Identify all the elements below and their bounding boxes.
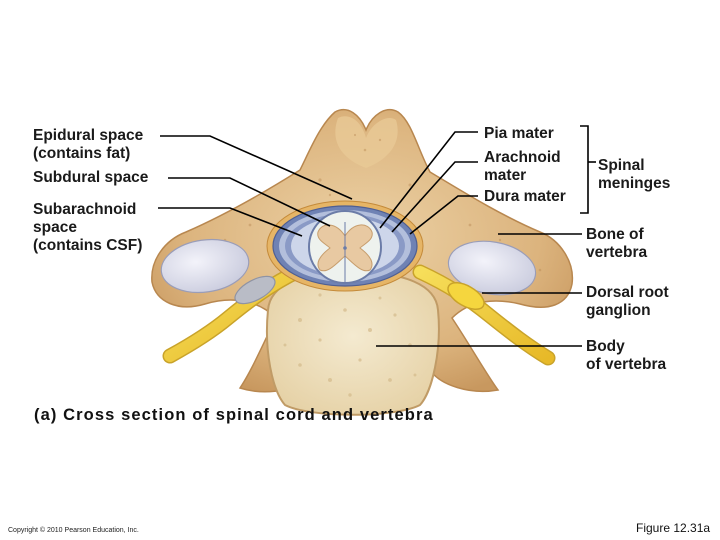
label-subdural-space: Subdural space bbox=[33, 169, 149, 186]
leader-subarachnoid bbox=[158, 207, 303, 237]
spinal-nerves bbox=[162, 262, 556, 366]
spinal-cord bbox=[308, 210, 382, 284]
label-dura-mater: Dura mater bbox=[484, 188, 566, 205]
label-body-of-vertebra: Body of vertebra bbox=[586, 338, 667, 373]
left-articular-facet bbox=[160, 238, 250, 294]
copyright-notice: Copyright © 2010 Pearson Education, Inc. bbox=[8, 527, 139, 534]
label-arachnoid-mater: Arachnoid mater bbox=[484, 149, 561, 184]
label-spinal-meninges: Spinal meninges bbox=[598, 157, 671, 192]
label-pia-mater: Pia mater bbox=[484, 125, 554, 142]
label-bone-of-vertebra: Bone of vertebra bbox=[586, 226, 648, 261]
leader-epidural bbox=[160, 135, 353, 200]
label-epidural-space: Epidural space (contains fat) bbox=[33, 127, 144, 162]
figure-caption: (a) Cross section of spinal cord and ver… bbox=[34, 406, 434, 424]
figure-number: Figure 12.31a bbox=[636, 521, 711, 535]
leader-lines bbox=[158, 125, 596, 347]
label-dorsal-root-ganglion: Dorsal root ganglion bbox=[586, 284, 669, 319]
leader-arachnoid bbox=[391, 161, 478, 233]
leader-pia bbox=[379, 131, 478, 229]
vertebral-body bbox=[265, 270, 440, 416]
label-subarachnoid-space: Subarachnoid space (contains CSF) bbox=[33, 201, 143, 254]
leader-dura bbox=[409, 195, 478, 235]
meninges-bracket bbox=[580, 125, 589, 214]
leader-subdural bbox=[168, 177, 331, 227]
